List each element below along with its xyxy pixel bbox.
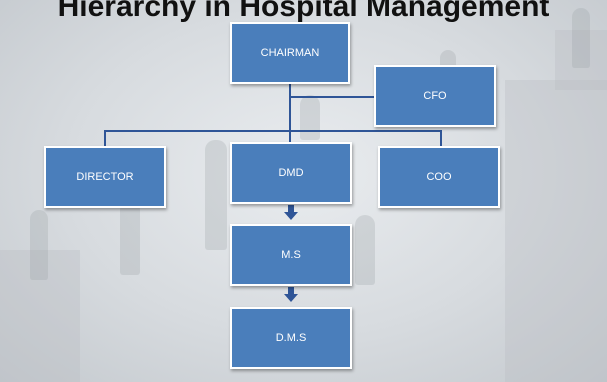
arrow-down-icon <box>284 287 298 302</box>
connector-to-director <box>104 130 106 148</box>
node-ms: M.S <box>230 224 352 286</box>
node-dms: D.M.S <box>230 307 352 369</box>
connector-to-cfo <box>290 96 376 98</box>
node-cfo: CFO <box>374 65 496 127</box>
node-dmd: DMD <box>230 142 352 204</box>
node-director: DIRECTOR <box>44 146 166 208</box>
page-title: Hierarchy in Hospital Management <box>57 0 550 23</box>
connector-chairman-down <box>289 84 291 144</box>
node-coo: COO <box>378 146 500 208</box>
connector-horizontal-bar <box>104 130 442 132</box>
arrow-down-icon <box>284 205 298 220</box>
connector-to-coo <box>440 130 442 148</box>
node-chairman: CHAIRMAN <box>230 22 350 84</box>
